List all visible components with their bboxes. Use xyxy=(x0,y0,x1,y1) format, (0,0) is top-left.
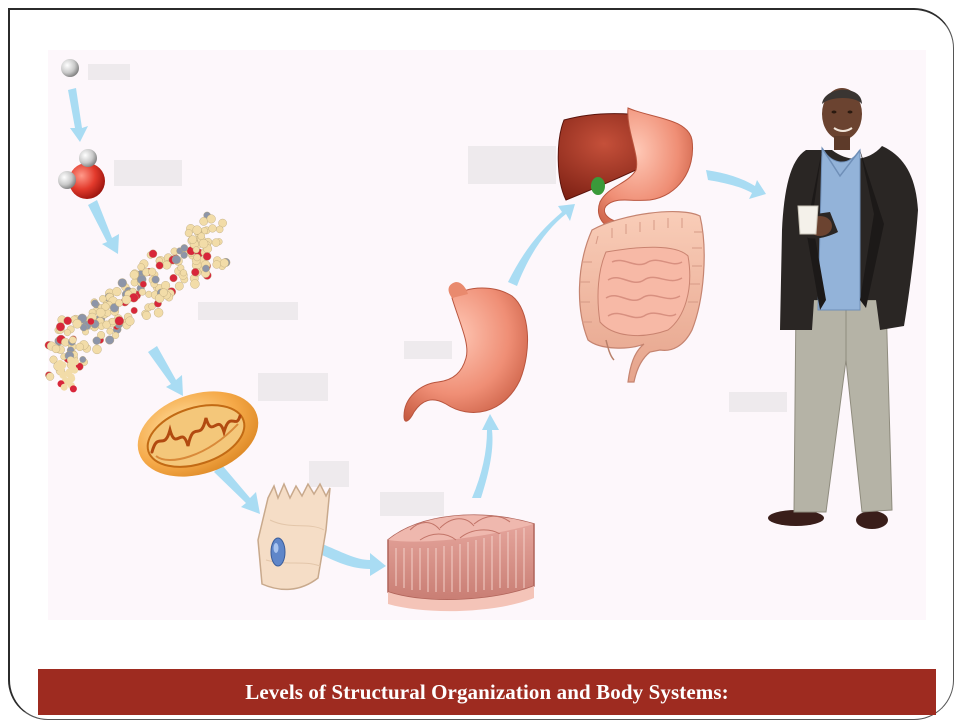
macromolecule-atom xyxy=(193,247,199,253)
macromolecule-atom xyxy=(163,261,171,269)
macromolecule-atom xyxy=(130,270,139,279)
macromolecule-atom xyxy=(181,244,188,251)
macromolecule-atom xyxy=(172,255,181,264)
macromolecule-atom xyxy=(116,299,123,306)
title-bar: Levels of Structural Organization and Bo… xyxy=(38,669,936,715)
slide-title: Levels of Structural Organization and Bo… xyxy=(245,680,728,705)
macromolecule-atom xyxy=(80,356,86,362)
macromolecule-atom xyxy=(70,385,77,392)
macromolecule-atom xyxy=(191,268,199,276)
macromolecule-atom xyxy=(170,274,178,282)
macromolecule-atom xyxy=(152,276,160,284)
macromolecule-atom xyxy=(96,308,105,317)
macromolecule-atom xyxy=(216,226,223,233)
macromolecule-atom xyxy=(113,287,122,296)
macromolecule-illustration xyxy=(45,212,230,393)
macromolecule-atom xyxy=(209,225,217,233)
macromolecule-atom xyxy=(199,239,208,248)
macromolecule-atom xyxy=(140,281,147,288)
macromolecule-atom xyxy=(189,236,197,244)
macromolecule-atom xyxy=(213,261,221,269)
organ-illustration xyxy=(404,282,528,421)
organism-illustration xyxy=(768,88,918,529)
organ-system-illustration xyxy=(558,108,704,382)
arrow-cell-tissue xyxy=(316,543,386,576)
arrow-tissue-organ xyxy=(472,414,499,498)
organelle-illustration xyxy=(127,377,270,491)
macromolecule-atom xyxy=(76,343,84,351)
macromolecule-atom xyxy=(57,365,64,372)
macromolecule-atom xyxy=(131,307,138,314)
macromolecule-atom xyxy=(56,323,65,332)
macromolecule-atom xyxy=(139,289,146,296)
macromolecule-atom xyxy=(118,279,127,288)
macromolecule-atom xyxy=(64,329,71,336)
macromolecule-atom xyxy=(193,226,202,235)
macromolecule-atom xyxy=(69,336,76,343)
macromolecule-atom xyxy=(148,268,156,276)
macromolecule-atom xyxy=(61,384,68,391)
arrow-molecule-macromolecule xyxy=(88,200,119,254)
arrow-organ-system xyxy=(508,204,575,286)
macromolecule-atom xyxy=(91,300,98,307)
macromolecule-atom xyxy=(125,317,134,326)
arrow-organelle-cell xyxy=(214,465,260,514)
macromolecule-atom xyxy=(52,345,60,353)
macromolecule-atom xyxy=(115,316,124,325)
macromolecule-atom xyxy=(180,270,187,277)
arrow-macromolecule-organelle xyxy=(148,346,183,396)
atom-illustration xyxy=(61,59,79,77)
macromolecule-atom xyxy=(202,265,209,272)
macromolecule-atom xyxy=(142,311,150,319)
macromolecule-atom xyxy=(160,289,168,297)
macromolecule-atom xyxy=(99,295,106,302)
macromolecule-atom xyxy=(122,295,131,304)
macromolecule-atom xyxy=(212,239,220,247)
macromolecule-atom xyxy=(93,337,101,345)
macromolecule-atom xyxy=(112,332,119,339)
macromolecule-atom xyxy=(175,282,183,290)
macromolecule-atom xyxy=(88,318,95,325)
macromolecule-atom xyxy=(207,215,216,224)
macromolecule-atom xyxy=(64,317,72,325)
macromolecule-atom xyxy=(203,252,211,260)
cell-illustration xyxy=(258,484,330,589)
tissue-illustration xyxy=(388,515,534,611)
macromolecule-atom xyxy=(46,373,54,381)
macromolecule-atom xyxy=(220,259,228,267)
macromolecule-atom xyxy=(200,217,208,225)
arrow-atom-molecule xyxy=(68,88,88,142)
macromolecule-atom xyxy=(190,280,199,289)
macromolecule-atom xyxy=(194,254,201,261)
macromolecule-atom xyxy=(93,345,102,354)
macromolecule-atom xyxy=(107,328,114,335)
macromolecule-atom xyxy=(149,250,157,258)
macromolecule-atom xyxy=(154,308,163,317)
arrow-system-organism xyxy=(706,170,766,199)
molecule-illustration xyxy=(58,149,105,199)
macromolecule-atom xyxy=(73,319,82,328)
macromolecule-atom xyxy=(138,264,145,271)
macromolecule-atom xyxy=(156,262,163,269)
